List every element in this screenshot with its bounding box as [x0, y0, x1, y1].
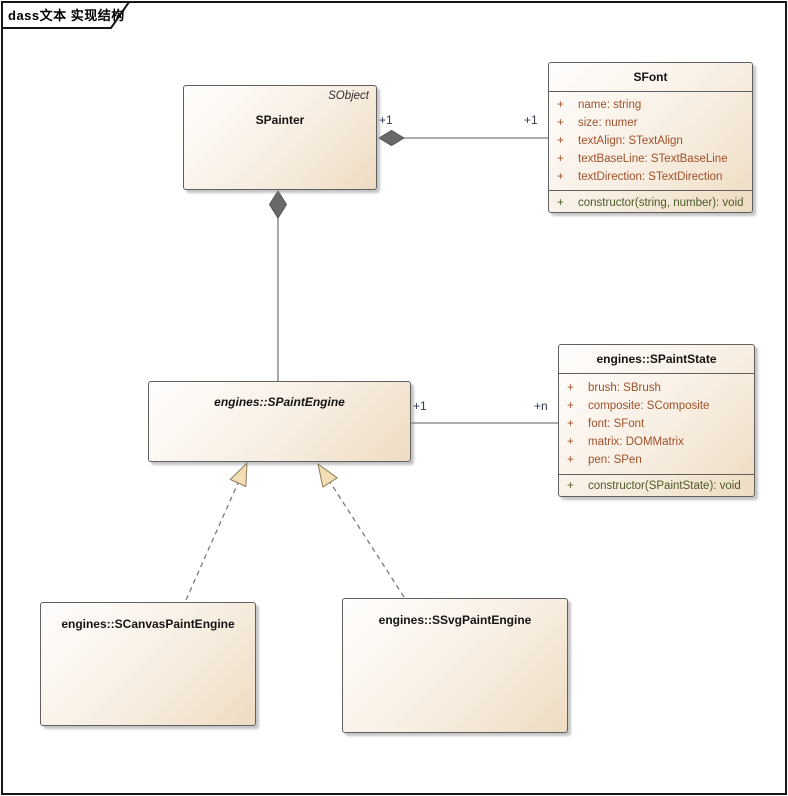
multiplicity-label: +n — [534, 399, 548, 413]
class-spaintstate[interactable]: engines::SPaintState + brush: SBrush + c… — [558, 344, 755, 497]
composition-diamond-icon — [268, 190, 288, 219]
class-sfont[interactable]: SFont + name: string + size: numer + tex… — [548, 62, 753, 213]
multiplicity-label: +1 — [524, 113, 538, 127]
class-name: SPainter — [255, 113, 305, 127]
class-scanvaspaintengine[interactable]: engines::SCanvasPaintEngine — [40, 602, 256, 726]
attribute-row[interactable]: + size: numer — [557, 117, 638, 129]
realization-connector-ssvg-spaintengine[interactable] — [317, 462, 405, 598]
attribute-row[interactable]: + composite: SComposite — [567, 400, 710, 412]
operations-compartment: + constructor(SPaintState): void — [559, 474, 754, 498]
attributes-compartment: + brush: SBrush + composite: SComposite … — [559, 374, 754, 474]
class-name: engines::SPaintState — [559, 345, 754, 374]
operation-row[interactable]: + constructor(string, number): void — [557, 197, 744, 209]
attribute-row[interactable]: + textDirection: STextDirection — [557, 171, 723, 183]
diagram-title: dass文本 实现结构 — [8, 8, 125, 23]
class-name: engines::SPaintEngine — [214, 395, 345, 409]
generalization-arrow-icon — [229, 461, 248, 488]
class-name: SFont — [549, 63, 752, 92]
composition-diamond-icon — [378, 129, 405, 147]
class-spainter[interactable]: SObject SPainter — [183, 85, 377, 190]
composition-connector-spainter-sfont[interactable] — [378, 129, 548, 147]
class-ssvgpaintengine[interactable]: engines::SSvgPaintEngine — [342, 598, 568, 733]
attribute-row[interactable]: + textAlign: STextAlign — [557, 135, 683, 147]
operations-compartment: + constructor(string, number): void — [549, 190, 752, 216]
stereotype-label: SObject — [328, 90, 369, 102]
operation-row[interactable]: + constructor(SPaintState): void — [567, 480, 741, 492]
attributes-compartment: + name: string + size: numer + textAlign… — [549, 92, 752, 190]
attribute-row[interactable]: + textBaseLine: STextBaseLine — [557, 153, 728, 165]
class-name: engines::SSvgPaintEngine — [378, 613, 532, 627]
attribute-row[interactable]: + name: string — [557, 99, 642, 111]
realization-connector-scanvas-spaintengine[interactable] — [185, 461, 248, 601]
multiplicity-label: +1 — [413, 399, 427, 413]
attribute-row[interactable]: + pen: SPen — [567, 454, 642, 466]
class-name: engines::SCanvasPaintEngine — [61, 617, 235, 631]
generalization-arrow-icon — [317, 462, 338, 488]
attribute-row[interactable]: + matrix: DOMMatrix — [567, 436, 684, 448]
multiplicity-label: +1 — [379, 113, 393, 127]
composition-connector-spainter-spaintengine[interactable] — [268, 190, 288, 381]
class-spaintengine[interactable]: engines::SPaintEngine — [148, 381, 411, 462]
attribute-row[interactable]: + font: SFont — [567, 418, 645, 430]
attribute-row[interactable]: + brush: SBrush — [567, 382, 661, 394]
